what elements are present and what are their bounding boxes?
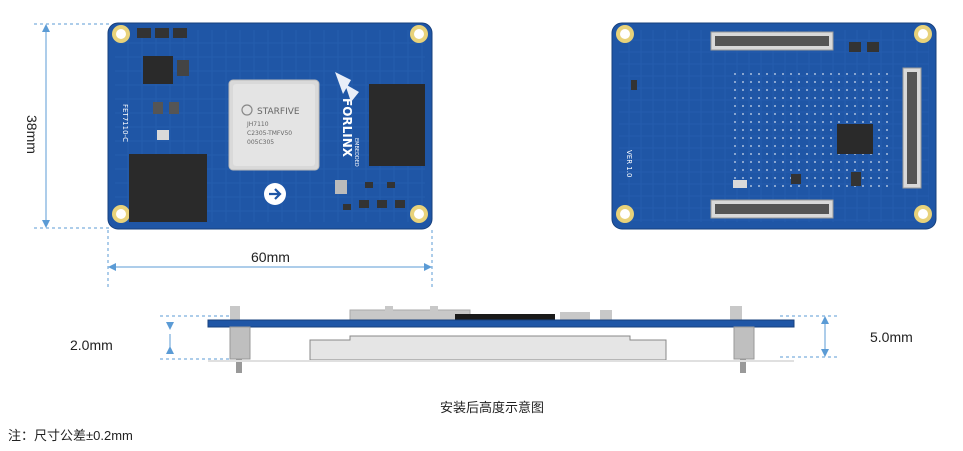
arrow-up-icon [166, 346, 174, 354]
arrow-down-icon [821, 349, 829, 357]
width-label: 60mm [251, 249, 290, 265]
ram-shield [369, 84, 425, 166]
back-board: VER 1.0 [611, 22, 937, 230]
soc-line1: JH7110 [246, 121, 269, 128]
side-pcb [207, 319, 795, 328]
brand-text: FORLINX [340, 98, 354, 158]
mount-hole [616, 205, 634, 223]
b2b-connector-side [902, 67, 922, 189]
standoff [733, 326, 755, 360]
soc-brand: STARFIVE [257, 107, 300, 117]
mount-hole [616, 25, 634, 43]
standoff [229, 326, 251, 360]
mounted-height-label: 5.0mm [870, 329, 913, 345]
model-label: FET7110-C [121, 104, 129, 142]
pmic-chip [143, 56, 173, 84]
forlinx-logo-icon [335, 72, 359, 102]
arrow-down-icon [166, 322, 174, 330]
b2b-connector-top [710, 31, 834, 51]
side-connector [309, 335, 667, 361]
height-label: 38mm [24, 115, 40, 154]
mount-hole [410, 25, 428, 43]
flash-chip [837, 124, 873, 154]
side-view [207, 306, 795, 373]
emmc-shield [129, 154, 207, 222]
tolerance-note: 注：尺寸公差±0.2mm [8, 428, 133, 443]
mount-hole [914, 25, 932, 43]
arrow-down-icon [42, 220, 50, 228]
soc-line2: C2305-TMFV50 [247, 130, 292, 137]
mount-hole [112, 25, 130, 43]
orientation-arrow-icon [264, 183, 286, 205]
soc-line3: 005C305 [247, 139, 274, 146]
side-view-caption: 安装后高度示意图 [440, 400, 545, 415]
mount-hole [410, 205, 428, 223]
b2b-connector-bottom [710, 199, 834, 219]
version-label: VER 1.0 [625, 150, 633, 177]
brand-sub: EMBEDDED [353, 138, 359, 167]
front-board: STARFIVE JH7110 C2305-TMFV50 005C305 FOR… [107, 22, 433, 230]
arrow-up-icon [42, 24, 50, 32]
arrow-left-icon [108, 263, 116, 271]
arrow-up-icon [821, 316, 829, 324]
soc-chip: STARFIVE JH7110 C2305-TMFV50 005C305 [228, 79, 320, 171]
pcb-thickness-label: 2.0mm [70, 337, 113, 353]
mount-hole [914, 205, 932, 223]
mount-hole [112, 205, 130, 223]
arrow-right-icon [424, 263, 432, 271]
